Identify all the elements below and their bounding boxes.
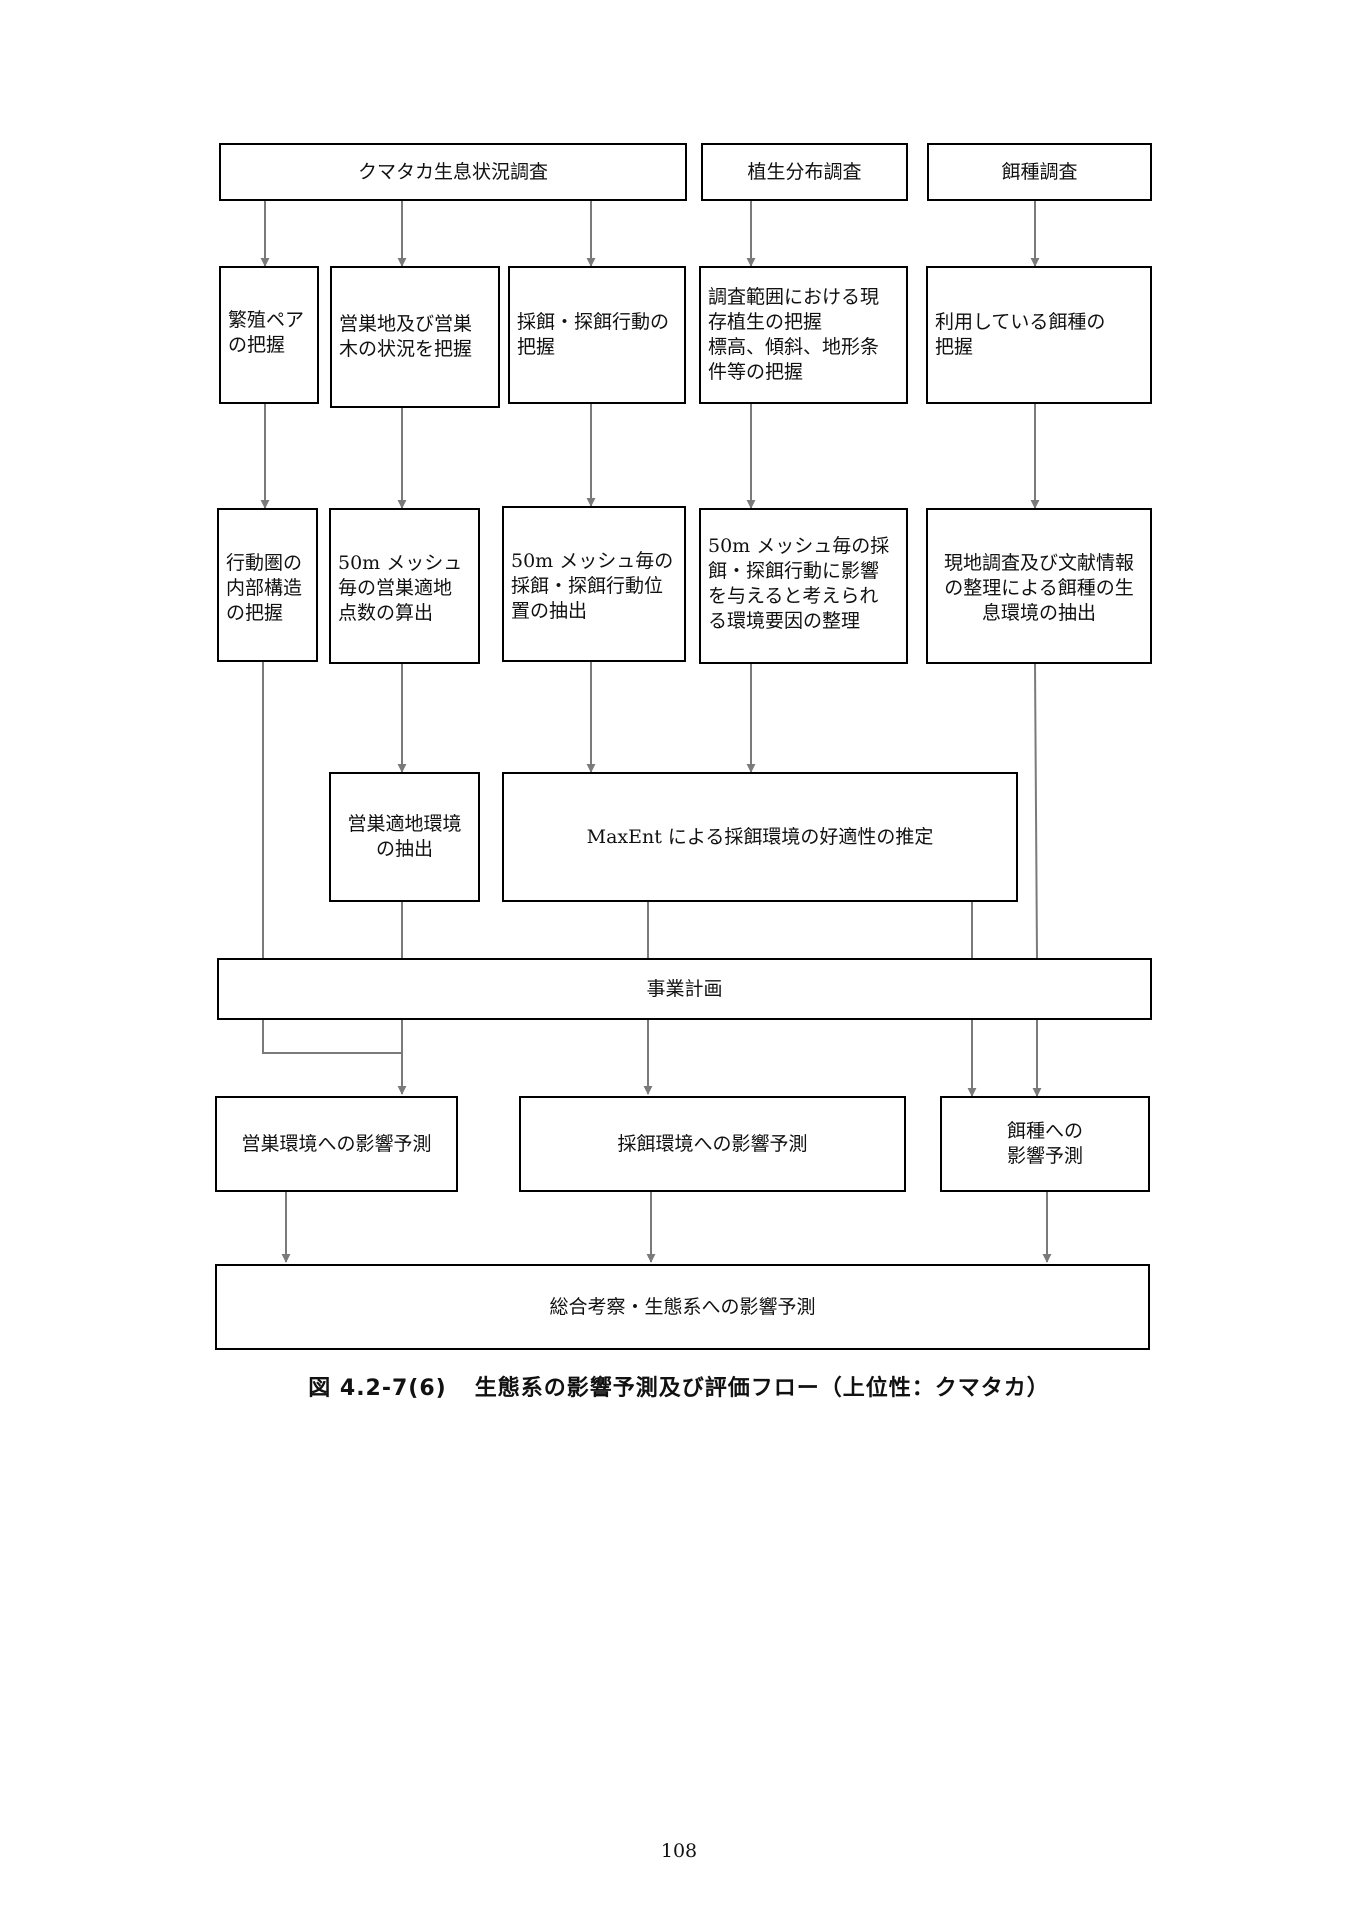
- prey-species-box: 利用している餌種の 把握: [926, 266, 1152, 404]
- mesh-nest-box: 50m メッシュ 毎の営巣適地 点数の算出: [329, 508, 480, 664]
- arrow-homerange-to-nestimpact: [262, 1020, 402, 1054]
- prey-impact-box: 餌種への 影響予測: [940, 1096, 1150, 1192]
- figure-caption: 図 4.2-7(6) 生態系の影響予測及び評価フロー（上位性：クマタカ）: [0, 1370, 1358, 1402]
- vegetation-box: 調査範囲における現 存植生の把握 標高、傾斜、地形条 件等の把握: [699, 266, 908, 404]
- survey-kumataka-box: クマタカ生息状況調査: [219, 143, 687, 201]
- forage-impact-box: 採餌環境への影響予測: [519, 1096, 906, 1192]
- nest-impact-box: 営巣環境への影響予測: [215, 1096, 458, 1192]
- overall-box: 総合考察・生態系への影響予測: [215, 1264, 1150, 1350]
- nest-env-box: 営巣適地環境 の抽出: [329, 772, 480, 902]
- mesh-forage-box: 50m メッシュ毎の 採餌・探餌行動位 置の抽出: [502, 506, 686, 662]
- nest-site-box: 営巣地及び営巣 木の状況を把握: [330, 266, 500, 408]
- survey-prey-box: 餌種調査: [927, 143, 1152, 201]
- foraging-box: 採餌・探餌行動の 把握: [508, 266, 686, 404]
- breeding-pair-box: 繁殖ペア の把握: [219, 266, 319, 404]
- page-number: 108: [660, 1840, 698, 1862]
- home-range-box: 行動圏の 内部構造 の把握: [217, 508, 318, 662]
- figure-title: 生態系の影響予測及び評価フロー（上位性：クマタカ）: [474, 1376, 1050, 1401]
- line-preyhabitat-to-plan: [1034, 663, 1038, 959]
- survey-vegetation-box: 植生分布調査: [701, 143, 908, 201]
- project-plan-box: 事業計画: [217, 958, 1152, 1020]
- figure-number: 図 4.2-7(6): [308, 1376, 447, 1401]
- mesh-env-box: 50m メッシュ毎の採 餌・探餌行動に影響 を与えると考えられ る環境要因の整理: [699, 508, 908, 664]
- prey-habitat-box: 現地調査及び文献情報 の整理による餌種の生 息環境の抽出: [926, 508, 1152, 664]
- maxent-box: MaxEnt による採餌環境の好適性の推定: [502, 772, 1018, 902]
